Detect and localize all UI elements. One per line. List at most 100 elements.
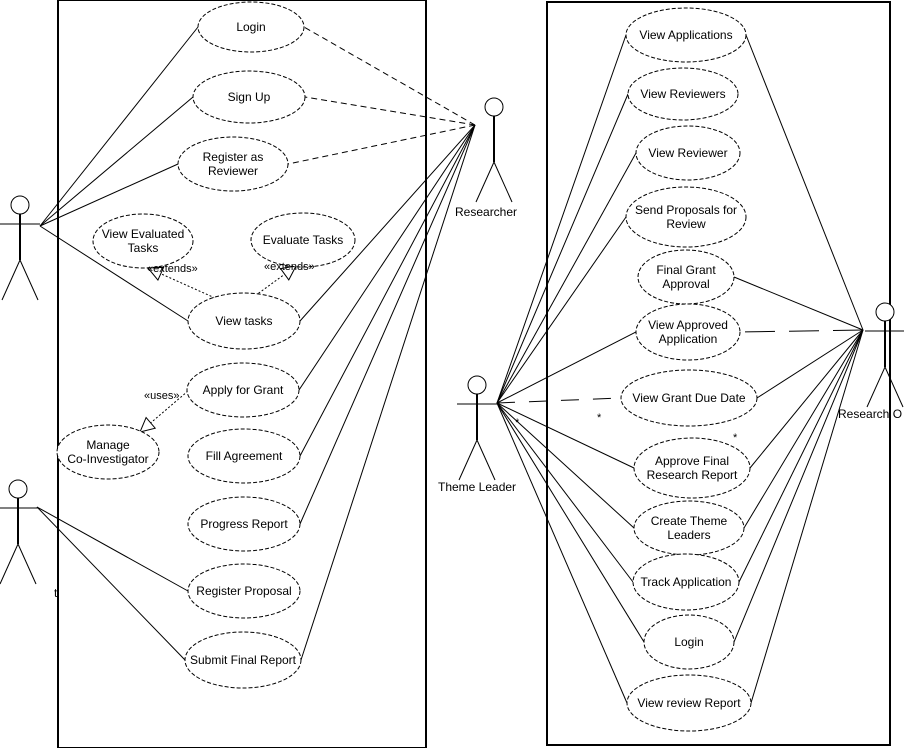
association-line [496, 402, 645, 643]
actor-leg [17, 543, 37, 585]
use-case-ellipse [56, 424, 160, 480]
use-case-ellipse [626, 674, 752, 732]
actor-label: t [54, 586, 58, 600]
use-case-ellipse [627, 67, 739, 121]
extends-label: «extends» [264, 261, 315, 273]
actor-left_top [0, 195, 40, 301]
use-case-right-10[interactable]: Login [643, 614, 735, 670]
actor-leg [19, 259, 39, 301]
use-case-right-0[interactable]: View Applications [625, 7, 747, 63]
multiplicity-label: * [515, 417, 520, 429]
association-line [496, 402, 635, 529]
use-case-ellipse [625, 186, 747, 248]
actor-research_o: Research O [838, 302, 904, 421]
association-line [738, 329, 864, 583]
association-line [299, 124, 476, 322]
use-case-right-11[interactable]: View review Report [626, 674, 752, 732]
use-case-label: Login [236, 20, 265, 34]
actor-leg [884, 366, 904, 408]
use-case-label: View Applications [639, 28, 732, 42]
use-case-ellipse [187, 292, 301, 350]
use-case-label: Approval [662, 277, 709, 291]
use-case-label: Application [659, 332, 718, 346]
association-line [496, 402, 628, 704]
actor-leg [458, 439, 478, 481]
association-line [39, 96, 194, 227]
use-case-left-10[interactable]: Register Proposal [187, 563, 301, 619]
use-case-left-0[interactable]: Login [197, 1, 305, 53]
use-case-label: Submit Final Report [190, 653, 297, 667]
use-case-left-8[interactable]: Fill Agreement [187, 428, 301, 484]
association-line [287, 124, 476, 165]
use-case-ellipse [186, 362, 300, 418]
actor-head-icon [875, 302, 895, 322]
use-case-right-1[interactable]: View Reviewers [627, 67, 739, 121]
actor-researcher: Researcher [455, 97, 517, 219]
association-line [743, 329, 864, 529]
use-case-left-4[interactable]: Evaluate Tasks [250, 212, 356, 268]
use-case-label: View Reviewer [648, 146, 727, 160]
use-case-label: View Approved [648, 318, 728, 332]
use-case-ellipse [177, 136, 289, 192]
use-case-right-2[interactable]: View Reviewer [635, 125, 741, 181]
association-line [496, 93, 629, 404]
association-line [496, 331, 637, 404]
use-case-label: Fill Agreement [206, 449, 283, 463]
arrowhead-triangle-icon [146, 266, 165, 282]
actor-left_bottom: t [0, 479, 58, 600]
association-line [733, 329, 864, 643]
use-case-left-11[interactable]: Submit Final Report [184, 631, 302, 689]
association-line [300, 124, 476, 661]
use-case-ellipse [625, 7, 747, 63]
uses-label: «uses» [144, 390, 179, 402]
use-case-ellipse [192, 70, 306, 124]
use-case-right-9[interactable]: Track Application [632, 553, 740, 611]
association-line [496, 397, 622, 404]
association-line [36, 506, 186, 661]
association-line [733, 276, 864, 331]
actor-label: Theme Leader [438, 480, 516, 494]
use-case-left-9[interactable]: Progress Report [187, 496, 301, 552]
association-line [496, 216, 627, 404]
use-case-label: Approve Final [655, 454, 729, 468]
use-case-ellipse [637, 249, 735, 305]
actor-head-icon [467, 375, 487, 395]
association-line [39, 26, 199, 227]
association-line [303, 26, 476, 126]
use-case-ellipse [197, 1, 305, 53]
actor-head-icon [484, 97, 504, 117]
use-case-ellipse [633, 437, 751, 499]
association-line [496, 34, 627, 404]
use-case-left-5[interactable]: View tasks [187, 292, 301, 350]
use-case-ellipse [92, 213, 194, 269]
use-case-label: Manage [86, 438, 130, 452]
arrowhead-triangle-icon [139, 416, 157, 433]
use-case-left-1[interactable]: Sign Up [192, 70, 306, 124]
use-case-ellipse [250, 212, 356, 268]
use-case-label: Final Grant [656, 263, 716, 277]
association-line [298, 124, 476, 391]
use-case-ellipse [635, 303, 741, 361]
use-case-right-6[interactable]: View Grant Due Date [620, 369, 758, 427]
association-line [496, 402, 634, 583]
association-line [750, 329, 864, 704]
actor-leg [493, 161, 513, 203]
use-case-left-6[interactable]: Apply for Grant [186, 362, 300, 418]
use-case-ellipse [643, 614, 735, 670]
use-case-label: Review [666, 217, 706, 231]
system-boundary-right [546, 1, 891, 746]
actor-leg [866, 366, 886, 408]
use-case-label: View Evaluated [102, 227, 185, 241]
use-case-label: Evaluate Tasks [263, 233, 344, 247]
association-line [39, 163, 179, 227]
actor-head-icon [10, 195, 30, 215]
